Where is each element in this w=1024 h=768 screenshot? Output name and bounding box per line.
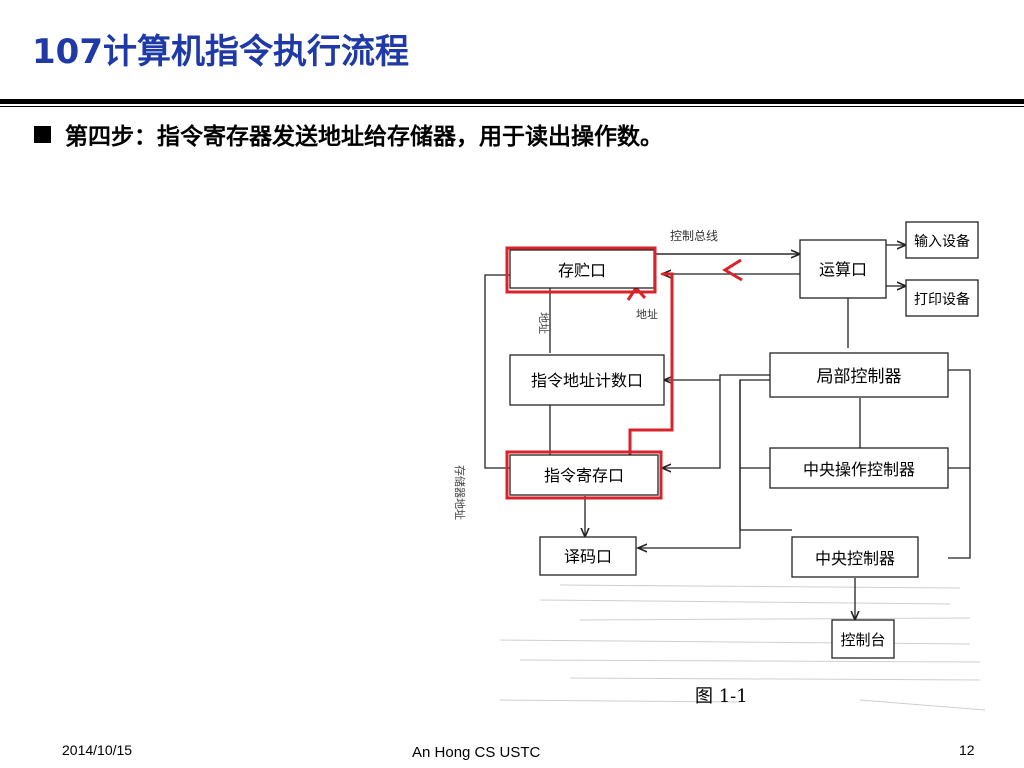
label-ops: 运算口 bbox=[819, 260, 867, 279]
block-diagram: 存贮口 指令地址计数口 指令寄存口 译码口 运算口 输入设备 打印设备 局部控制… bbox=[453, 221, 986, 711]
bullet-text: 第四步：指令寄存器发送地址给存储器，用于读出操作数。 bbox=[65, 124, 663, 150]
label-local-controller: 局部控制器 bbox=[817, 367, 902, 387]
box-pc: 指令地址计数口 bbox=[509, 354, 665, 406]
page-number: 12 bbox=[959, 742, 975, 758]
label-pc: 指令地址计数口 bbox=[531, 371, 643, 390]
box-decoder: 译码口 bbox=[539, 536, 637, 576]
label-central-op-controller: 中央操作控制器 bbox=[803, 460, 915, 479]
label-print-device: 打印设备 bbox=[914, 291, 970, 308]
label-memory: 存贮口 bbox=[558, 261, 606, 280]
note-mid-vertical: 地址 bbox=[537, 312, 551, 334]
box-input-device: 输入设备 bbox=[905, 221, 979, 259]
box-ops: 运算口 bbox=[799, 239, 887, 299]
connection-lines bbox=[484, 245, 971, 620]
footer-date: 2014/10/15 bbox=[62, 742, 133, 758]
box-ir: 指令寄存口 bbox=[505, 450, 663, 500]
figure-caption: 图 1-1 bbox=[695, 686, 748, 707]
label-central-controller: 中央控制器 bbox=[815, 549, 895, 568]
note-left-vertical: 存储器地址 bbox=[453, 465, 467, 520]
label-console: 控制台 bbox=[840, 631, 885, 649]
label-decoder: 译码口 bbox=[564, 547, 612, 566]
box-print-device: 打印设备 bbox=[905, 279, 979, 317]
label-ir: 指令寄存口 bbox=[544, 466, 624, 485]
note-addr: 地址 bbox=[636, 307, 658, 321]
slide-title: 107计算机指令执行流程 bbox=[32, 32, 409, 72]
title-divider bbox=[0, 99, 1024, 104]
box-memory: 存贮口 bbox=[505, 246, 657, 294]
box-local-controller: 局部控制器 bbox=[769, 352, 949, 398]
scan-noise bbox=[499, 584, 986, 711]
title-divider-thin bbox=[0, 106, 1024, 107]
label-input-device: 输入设备 bbox=[914, 233, 970, 250]
footer-author: An Hong CS USTC bbox=[412, 744, 541, 761]
note-top: 控制总线 bbox=[670, 229, 718, 243]
box-console: 控制台 bbox=[831, 619, 895, 659]
box-central-op-controller: 中央操作控制器 bbox=[769, 447, 949, 489]
bullet-item: 第四步：指令寄存器发送地址给存储器，用于读出操作数。 bbox=[34, 121, 663, 153]
bullet-square-icon bbox=[34, 126, 51, 143]
box-central-controller: 中央控制器 bbox=[791, 536, 919, 578]
